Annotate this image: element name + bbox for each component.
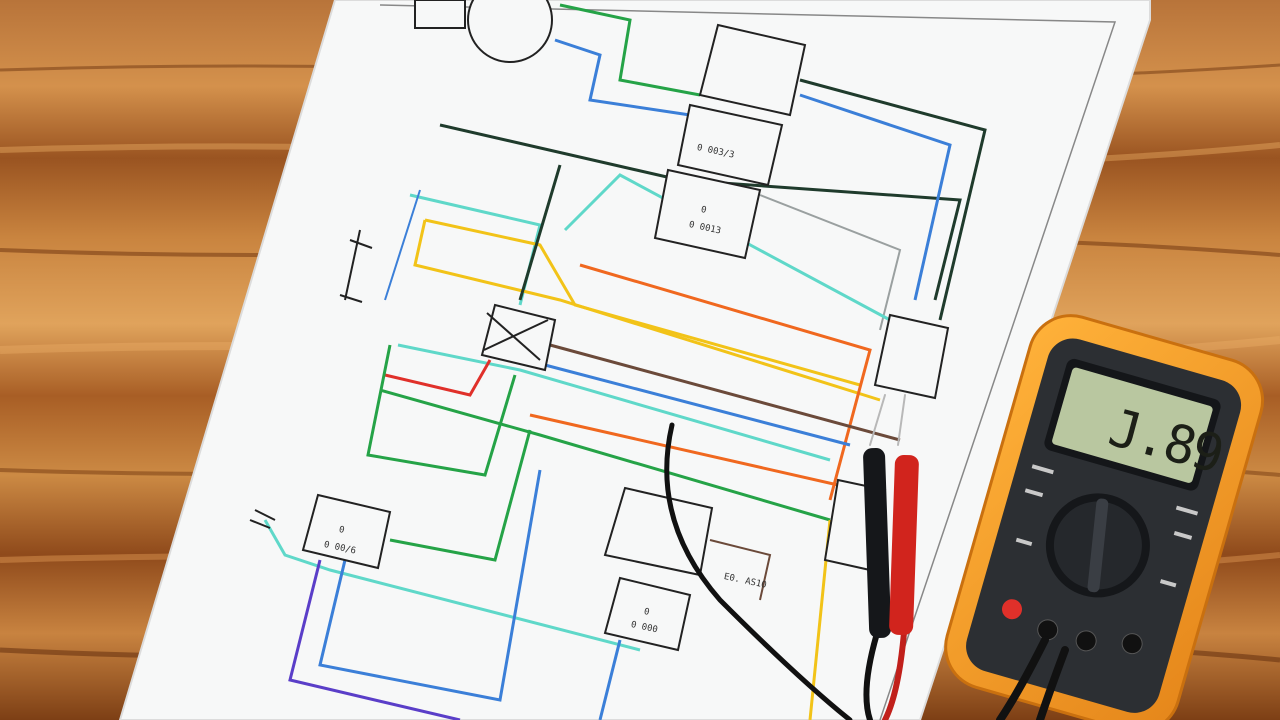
input-jack-a[interactable]: [1120, 631, 1145, 656]
input-jack-v[interactable]: [1074, 628, 1099, 653]
black-probe[interactable]: [863, 447, 892, 639]
red-probe[interactable]: [889, 454, 919, 636]
schematic-components: [301, 0, 950, 652]
schematic-wires: [263, 3, 987, 720]
switch-symbol: [249, 229, 549, 529]
black-lead-wire: [664, 422, 853, 720]
range-labels: [1015, 464, 1199, 588]
input-jack-red[interactable]: [1000, 597, 1025, 622]
digital-multimeter: [944, 314, 1265, 720]
lcd-screen: [1052, 367, 1213, 483]
test-probes: [664, 394, 1069, 720]
